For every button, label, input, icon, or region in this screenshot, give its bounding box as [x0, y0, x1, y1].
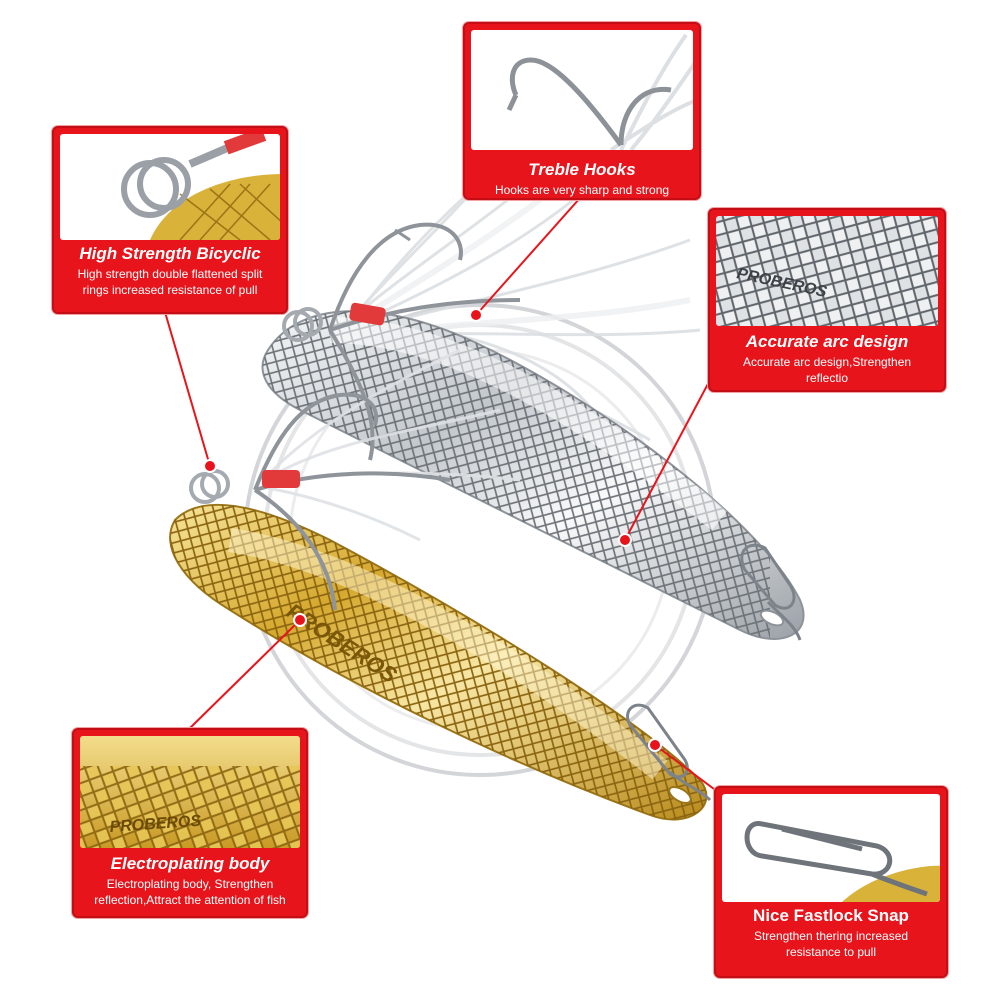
fastlock-snap-desc-line2: resistance to pull: [785, 945, 877, 959]
callout-arc-design: PROBEROS Accurate arc design Accurate ar…: [708, 208, 946, 392]
gold-pattern-closeup: PROBEROS: [80, 736, 300, 848]
silver-pattern-closeup: PROBEROS: [716, 216, 938, 326]
bicyclic-desc-line1: High strength double flattened split: [77, 267, 263, 281]
silver-fastlock-snap: [740, 543, 802, 641]
electroplating-title: Electroplating body: [110, 854, 270, 873]
bicyclic-desc-line2: rings increased resistance of pull: [82, 283, 258, 297]
gold-fastlock-snap: [626, 703, 712, 802]
fastlock-snap-title: Nice Fastlock Snap: [753, 906, 909, 925]
callout-fastlock-snap: Nice Fastlock Snap Strengthen thering in…: [714, 786, 948, 978]
fastlock-snap-desc-line1: Strengthen thering increased: [753, 929, 909, 943]
arc-design-desc-line2: reflectio: [805, 371, 849, 385]
treble-hooks-closeup: [471, 30, 693, 150]
callout-treble-hooks: Treble Hooks Hooks are very sharp and st…: [463, 22, 701, 200]
treble-hooks-desc: Hooks are very sharp and strong: [494, 183, 670, 197]
gold-thread-wrap: [262, 470, 300, 488]
treble-hooks-title: Treble Hooks: [528, 160, 636, 179]
callout-anchor-dots: [203, 308, 662, 752]
snap-closeup: [722, 794, 940, 902]
silver-split-ring: [282, 307, 323, 342]
bicyclic-title: High Strength Bicyclic: [79, 244, 261, 263]
split-ring-closeup: [60, 134, 280, 240]
electroplating-desc-line2: reflection,Attract the attention of fish: [94, 893, 286, 907]
electroplating-desc-line1: Electroplating body, Strengthen: [106, 877, 274, 891]
callout-bicyclic: High Strength Bicyclic High strength dou…: [52, 126, 288, 314]
callout-electroplating-body: PROBEROS Electroplating body Electroplat…: [72, 728, 308, 918]
arc-design-desc-line1: Accurate arc design,Strengthen: [742, 355, 912, 369]
silver-thread-wrap: [349, 302, 386, 326]
gold-closeup-engraving-text: PROBEROS: [109, 813, 202, 836]
callout-leader-lines: [164, 197, 719, 793]
arc-design-title: Accurate arc design: [745, 332, 909, 351]
gold-split-ring: [189, 469, 230, 504]
